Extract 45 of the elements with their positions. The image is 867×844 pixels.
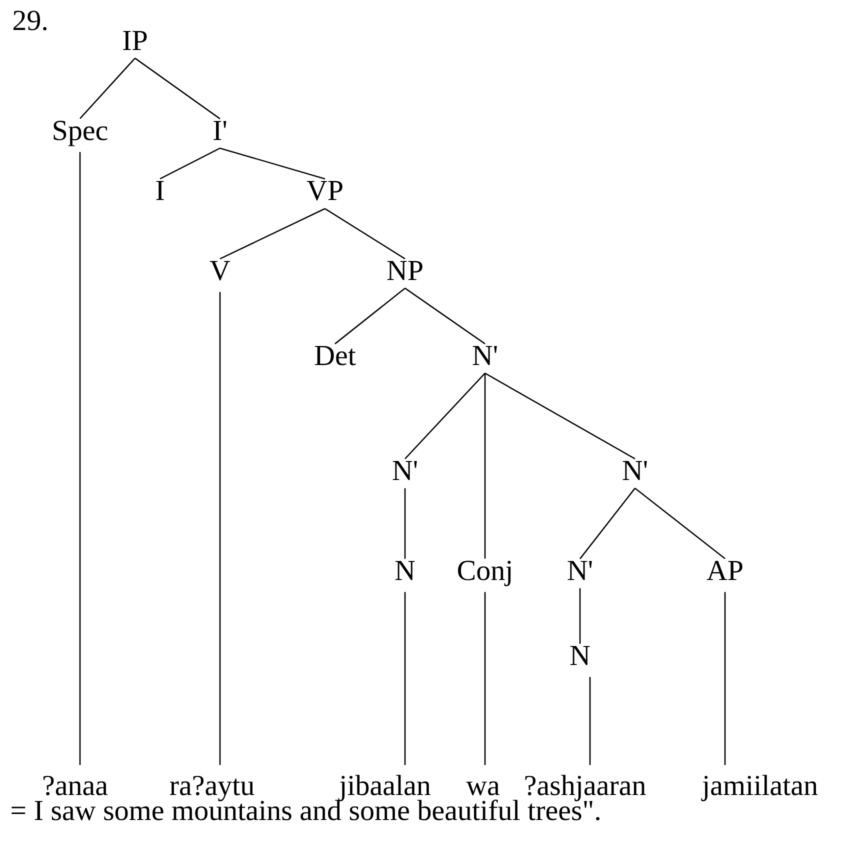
tree-label: V: [210, 261, 230, 280]
tree-branch: [579, 588, 581, 644]
tree-branch: [79, 152, 81, 765]
tree-branch: [724, 592, 726, 765]
tree-label: Spec: [54, 120, 108, 146]
tree-branch: [220, 148, 326, 180]
word: jibaalan: [338, 774, 430, 802]
tree-branch: [324, 208, 406, 260]
tree-branch: [220, 208, 326, 260]
tree-label: VP: [306, 181, 342, 200]
tree-label: NP: [387, 261, 422, 280]
word: jamiilatan: [701, 774, 818, 802]
tree-branch: [634, 488, 726, 560]
tree-label: N: [570, 646, 590, 665]
tree-branch: [589, 677, 591, 765]
tree-branch: [404, 372, 486, 460]
tree-label: N': [622, 461, 647, 480]
tree-label: AP: [706, 560, 742, 580]
example-number: 29.: [13, 10, 47, 30]
tree-branch: [80, 58, 136, 120]
tree-label: IP: [123, 31, 147, 50]
tree-branch: [160, 148, 220, 180]
tree-branch: [580, 488, 636, 560]
translation: = I saw some mountains and some beautiful trees".: [12, 800, 600, 820]
tree-label: Conj: [458, 560, 511, 586]
tree-branch: [404, 288, 486, 344]
tree-branch: [334, 288, 406, 344]
tree-branch: [134, 58, 220, 120]
tree-label: Det: [314, 346, 356, 366]
tree-branch: [484, 592, 486, 765]
tree-branch: [219, 292, 221, 765]
word: ?anaa: [44, 776, 108, 796]
tree-label: N': [568, 561, 592, 580]
tree-branch: [404, 592, 406, 765]
tree-branch: [484, 372, 636, 460]
word: ?ashjaaran: [525, 774, 646, 802]
tree-label: I: [156, 181, 164, 200]
tree-label: N: [395, 561, 415, 580]
tree-label: I': [214, 121, 226, 140]
tree-branch: [404, 488, 406, 559]
word: wa: [466, 781, 500, 796]
tree-label: N': [392, 461, 417, 480]
tree-branch: [484, 373, 486, 559]
word: ra?aytu: [170, 776, 254, 802]
tree-label: N': [472, 346, 497, 365]
